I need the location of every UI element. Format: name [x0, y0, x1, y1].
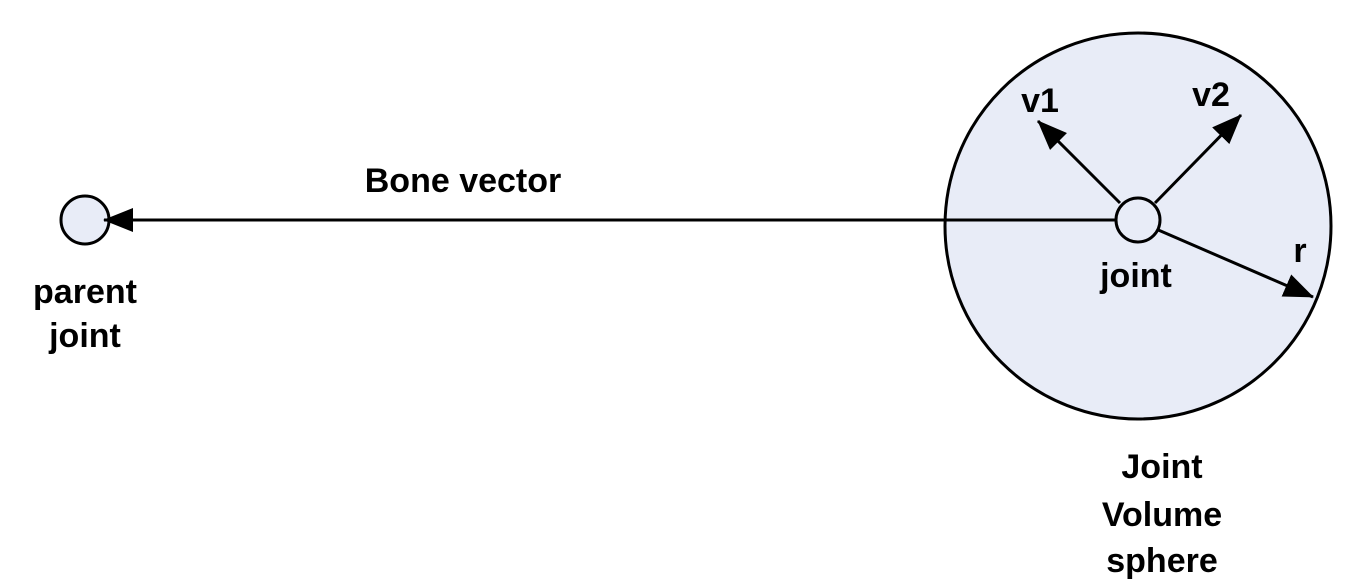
joint-label: joint — [1099, 257, 1172, 295]
v2-label: v2 — [1192, 76, 1230, 114]
v2-arrow — [1153, 113, 1243, 205]
bone-vector-label: Bone vector — [365, 162, 562, 200]
r-arrow — [1155, 227, 1314, 299]
sphere-label-line1: Joint — [1121, 448, 1202, 486]
parent-joint-label-line1: parent — [33, 273, 137, 311]
r-label: r — [1293, 232, 1306, 270]
v1-label: v1 — [1021, 82, 1059, 120]
joint-circle — [1114, 196, 1162, 244]
parent-joint-label-line2: joint — [48, 317, 121, 355]
sphere-label-line2: Volume — [1102, 496, 1222, 534]
sphere-label-line3: sphere — [1106, 542, 1218, 580]
v1-arrow — [1036, 119, 1122, 205]
parent-joint-circle — [59, 194, 111, 246]
